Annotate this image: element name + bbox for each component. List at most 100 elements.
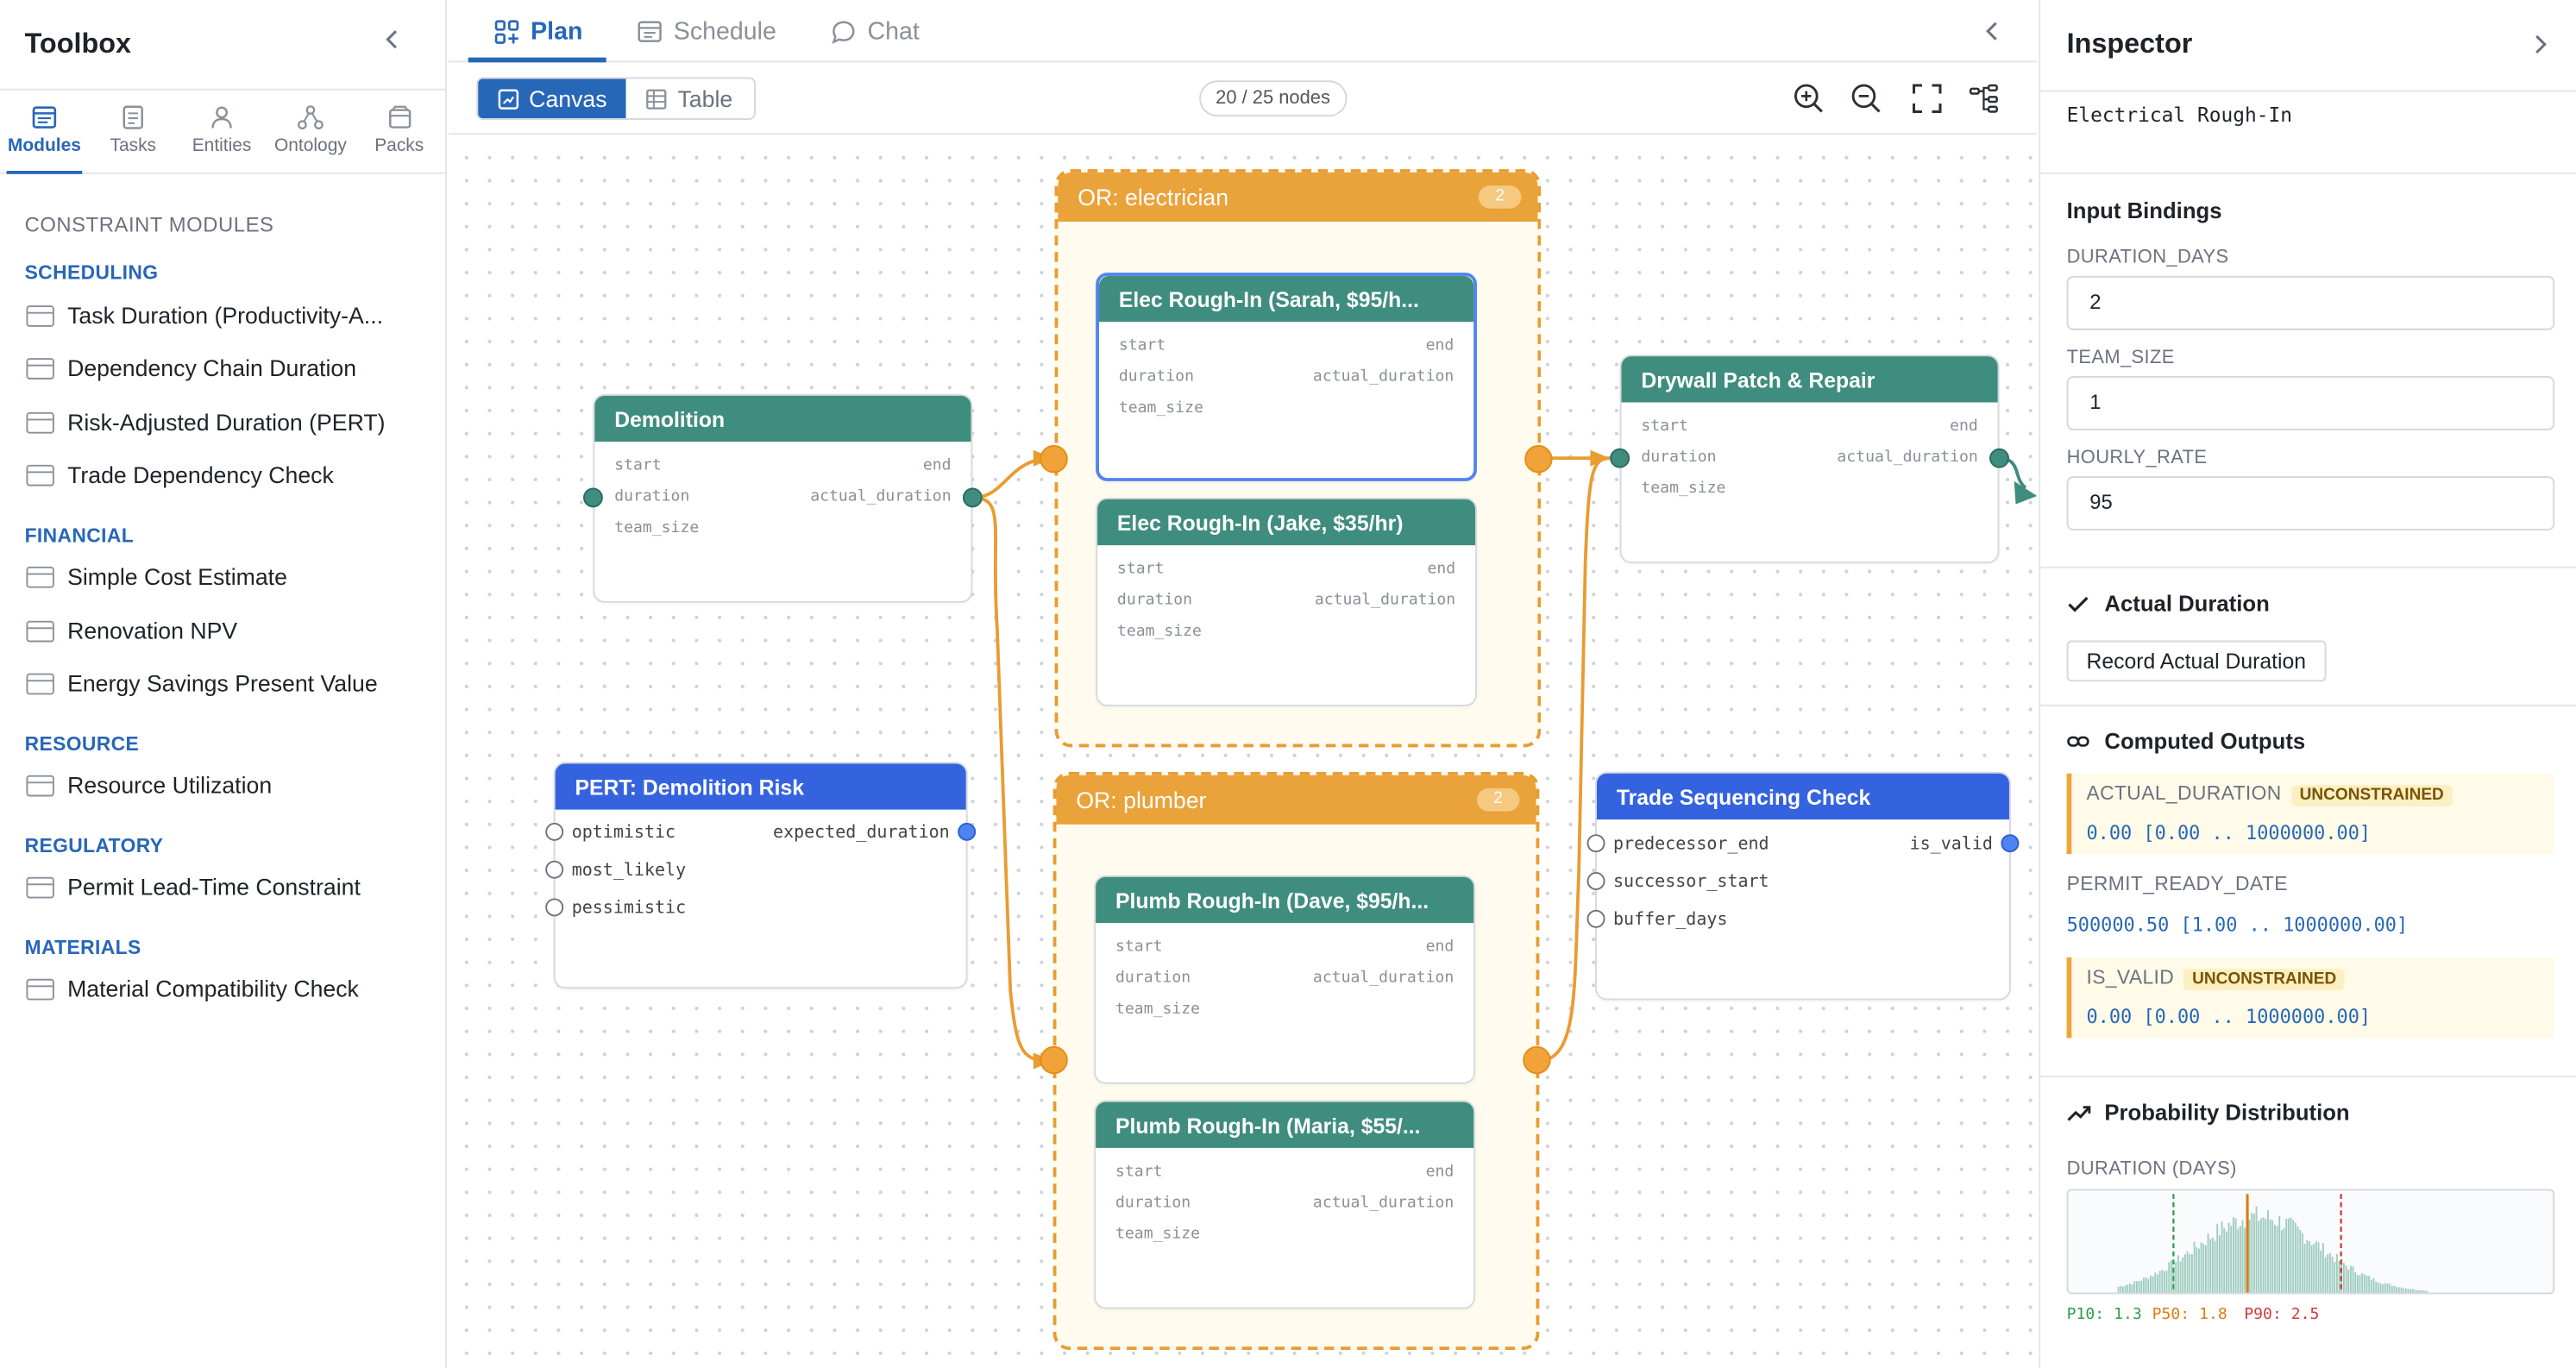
histogram-bar: [2315, 1241, 2317, 1293]
collapse-inspector-icon[interactable]: [2530, 33, 2550, 64]
histogram-bar: [2382, 1283, 2384, 1293]
node-elec-rough-in-jake[interactable]: Elec Rough-In (Jake, $35/hr) start end d…: [1096, 497, 1477, 706]
module-item[interactable]: Renovation NPV: [26, 618, 237, 643]
hourly-rate-input[interactable]: 95: [2066, 476, 2555, 530]
canvas-toggle-button[interactable]: Canvas: [478, 78, 627, 119]
histogram-bar: [2356, 1275, 2359, 1293]
histogram-bar: [2407, 1289, 2410, 1293]
collapse-right-icon[interactable]: [1982, 20, 2002, 51]
module-label: Risk-Adjusted Duration (PERT): [67, 409, 386, 436]
input-handle[interactable]: [1586, 872, 1605, 890]
module-icon: [26, 463, 54, 486]
collapse-left-icon[interactable]: [383, 28, 403, 59]
active-tab-indicator: [468, 57, 606, 63]
module-item[interactable]: Resource Utilization: [26, 772, 272, 798]
tab-label: Plan: [531, 16, 583, 46]
module-item[interactable]: Dependency Chain Duration: [26, 355, 357, 381]
tab-entities[interactable]: Entities: [178, 92, 267, 173]
histogram-bar: [2138, 1281, 2140, 1293]
team-size-input[interactable]: 1: [2066, 376, 2555, 430]
input-handle[interactable]: [545, 822, 564, 841]
input-handle[interactable]: [1586, 909, 1605, 928]
input-handle[interactable]: [1610, 448, 1630, 468]
module-item[interactable]: Task Duration (Productivity-A...: [26, 302, 383, 329]
tab-plan[interactable]: Plan: [494, 0, 582, 62]
histogram-bar: [2269, 1219, 2271, 1293]
group-output-handle[interactable]: [1523, 1045, 1551, 1075]
zoom-out-icon[interactable]: [1850, 82, 1882, 115]
histogram-bar: [2156, 1274, 2158, 1293]
histogram-bar: [2404, 1288, 2407, 1293]
node-trade-sequencing-check[interactable]: Trade Sequencing Check predecessor_end i…: [1586, 771, 2020, 1001]
computed-outputs-title: Computed Outputs: [2104, 729, 2306, 754]
table-toggle-button[interactable]: Table: [626, 78, 752, 118]
module-item[interactable]: Risk-Adjusted Duration (PERT): [26, 409, 386, 436]
node-plumb-rough-in-dave[interactable]: Plumb Rough-In (Dave, $95/h... start end…: [1094, 875, 1476, 1084]
node-drywall-patch-repair[interactable]: Drywall Patch & Repair start end duratio…: [1610, 355, 2009, 564]
node-demolition[interactable]: Demolition start end duration actual_dur…: [583, 393, 983, 603]
output-handle[interactable]: [1989, 448, 2009, 468]
tab-tasks[interactable]: Tasks: [89, 92, 178, 173]
probability-title: Probability Distribution: [2104, 1100, 2350, 1126]
histogram-bar: [2322, 1243, 2324, 1293]
port-actual-duration: actual_duration: [1312, 969, 1454, 988]
histogram-bar: [2290, 1217, 2292, 1293]
module-item[interactable]: Energy Savings Present Value: [26, 670, 378, 696]
input-handle[interactable]: [545, 860, 564, 879]
histogram-bar: [2221, 1221, 2223, 1293]
input-bindings-heading: Input Bindings: [2066, 198, 2222, 223]
input-handle[interactable]: [1586, 834, 1605, 853]
histogram-bar: [2368, 1276, 2371, 1293]
histogram-bar: [2425, 1290, 2428, 1293]
link-icon: [2067, 736, 2089, 747]
group-input-handle[interactable]: [1040, 444, 1068, 474]
module-item[interactable]: Trade Dependency Check: [26, 461, 334, 488]
record-actual-duration-button[interactable]: Record Actual Duration: [2066, 640, 2326, 682]
node-title: Demolition: [594, 395, 971, 442]
input-handle[interactable]: [545, 898, 564, 917]
histogram-bar: [2416, 1290, 2419, 1293]
module-label: Trade Dependency Check: [67, 461, 334, 488]
histogram-bar: [2225, 1231, 2227, 1293]
module-item[interactable]: Material Compatibility Check: [26, 976, 359, 1001]
auto-layout-icon[interactable]: [1968, 82, 2001, 115]
histogram-bar: [2265, 1219, 2267, 1293]
histogram-bar: [2259, 1218, 2262, 1293]
tab-schedule[interactable]: Schedule: [638, 0, 776, 62]
port-actual-duration: actual_duration: [1314, 591, 1456, 610]
histogram-bar: [2209, 1239, 2212, 1293]
zoom-in-icon[interactable]: [1793, 82, 1825, 115]
tab-label: Tasks: [110, 136, 157, 156]
node-plumb-rough-in-maria[interactable]: Plumb Rough-In (Maria, $55/... start end…: [1094, 1100, 1476, 1309]
tasks-icon: [123, 105, 143, 129]
input-handle[interactable]: [583, 487, 603, 508]
output-handle[interactable]: [958, 822, 977, 841]
tab-packs[interactable]: Packs: [355, 92, 443, 173]
module-label: Dependency Chain Duration: [67, 355, 357, 381]
port-team-size: team_size: [1118, 398, 1203, 417]
module-item[interactable]: Simple Cost Estimate: [26, 563, 287, 590]
node-elec-rough-in-sarah[interactable]: Elec Rough-In (Sarah, $95/h... start end…: [1096, 273, 1477, 481]
fit-view-icon[interactable]: [1911, 82, 1944, 115]
output-handle[interactable]: [2001, 834, 2020, 853]
tab-chat[interactable]: Chat: [832, 0, 920, 62]
histogram-bar: [2328, 1252, 2331, 1293]
module-label: Simple Cost Estimate: [67, 563, 287, 590]
histogram-bar: [2342, 1263, 2345, 1293]
port-successor-start: successor_start: [1613, 872, 1769, 892]
tab-ontology[interactable]: Ontology: [266, 92, 355, 173]
histogram-bar: [2340, 1258, 2343, 1293]
node-canvas[interactable]: OR: electrician 2 OR: plumber 2 Demoliti…: [448, 136, 2038, 1368]
tab-modules[interactable]: Modules: [0, 92, 89, 174]
group-input-handle[interactable]: [1040, 1045, 1068, 1075]
module-icon: [26, 411, 54, 433]
module-item[interactable]: Permit Lead-Time Constraint: [26, 874, 361, 900]
node-pert-demolition-risk[interactable]: PERT: Demolition Risk optimistic expecte…: [545, 762, 977, 989]
group-output-handle[interactable]: [1524, 444, 1553, 474]
duration-days-input[interactable]: 2: [2066, 275, 2555, 330]
port-pessimistic: pessimistic: [571, 898, 687, 919]
output-handle[interactable]: [962, 487, 983, 508]
port-team-size: team_size: [1641, 479, 1726, 498]
duration-histogram: [2066, 1189, 2555, 1295]
module-label: Renovation NPV: [67, 617, 238, 644]
